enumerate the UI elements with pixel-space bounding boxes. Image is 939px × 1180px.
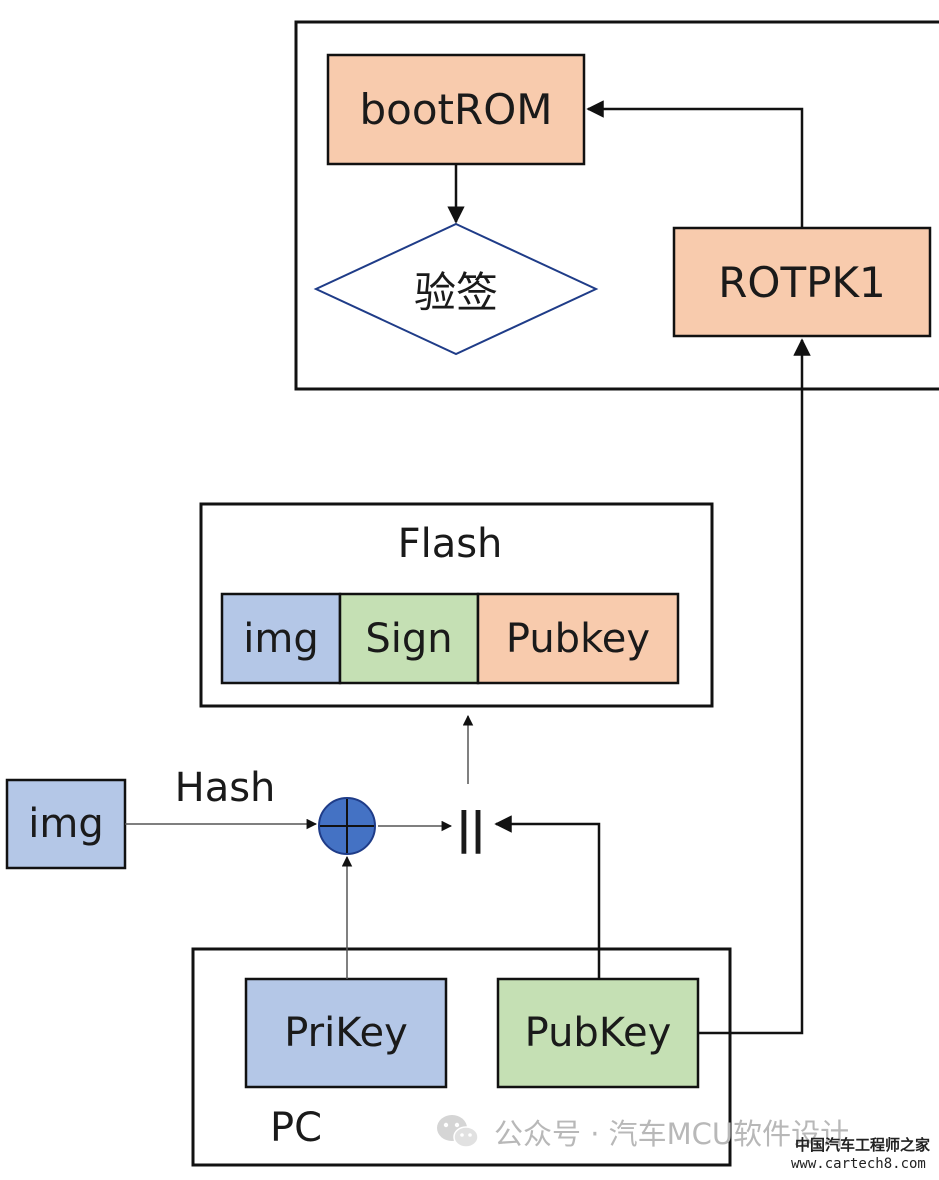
flash-sign-label: Sign	[365, 615, 453, 662]
pubkey-to-rotpk-arrow	[698, 338, 811, 1035]
rotpk-box	[672, 226, 932, 338]
bootrom-box	[326, 53, 586, 166]
flash-pubkey-label: Pubkey	[505, 615, 651, 662]
concat-operator: ||	[455, 802, 486, 854]
input-img-box	[5, 778, 127, 870]
input-img-label: img	[28, 801, 104, 847]
chip-container	[294, 20, 939, 391]
verify-signature-label: 验签	[413, 267, 498, 317]
rotpk-label: ROTPK1	[718, 257, 886, 307]
pc-container	[191, 947, 732, 1167]
flash-container	[199, 502, 714, 708]
rotpk-to-bootrom-arrow	[586, 100, 804, 228]
prikey-label: PriKey	[284, 1010, 408, 1056]
watermark-site-url: www.cartech8.com	[791, 1156, 926, 1172]
flash-img-label: img	[243, 615, 319, 662]
flash-img-segment	[220, 592, 342, 685]
pubkey-label: PubKey	[524, 1010, 672, 1056]
verify-diamond	[313, 222, 599, 356]
watermark-site-name: 中国汽车工程师之家	[795, 1136, 931, 1154]
pubkey-box	[496, 977, 700, 1089]
flash-title: Flash	[397, 521, 503, 567]
wechat-icon	[437, 1115, 479, 1148]
prikey-box	[244, 977, 448, 1089]
flash-pubkey-segment	[476, 592, 680, 685]
bootrom-label: bootROM	[359, 85, 553, 134]
pubkey-to-concat-arrow	[494, 815, 601, 979]
hash-label: Hash	[174, 765, 276, 811]
watermark-account: 公众号 · 汽车MCU软件设计	[494, 1117, 850, 1151]
pc-title: PC	[269, 1105, 323, 1151]
